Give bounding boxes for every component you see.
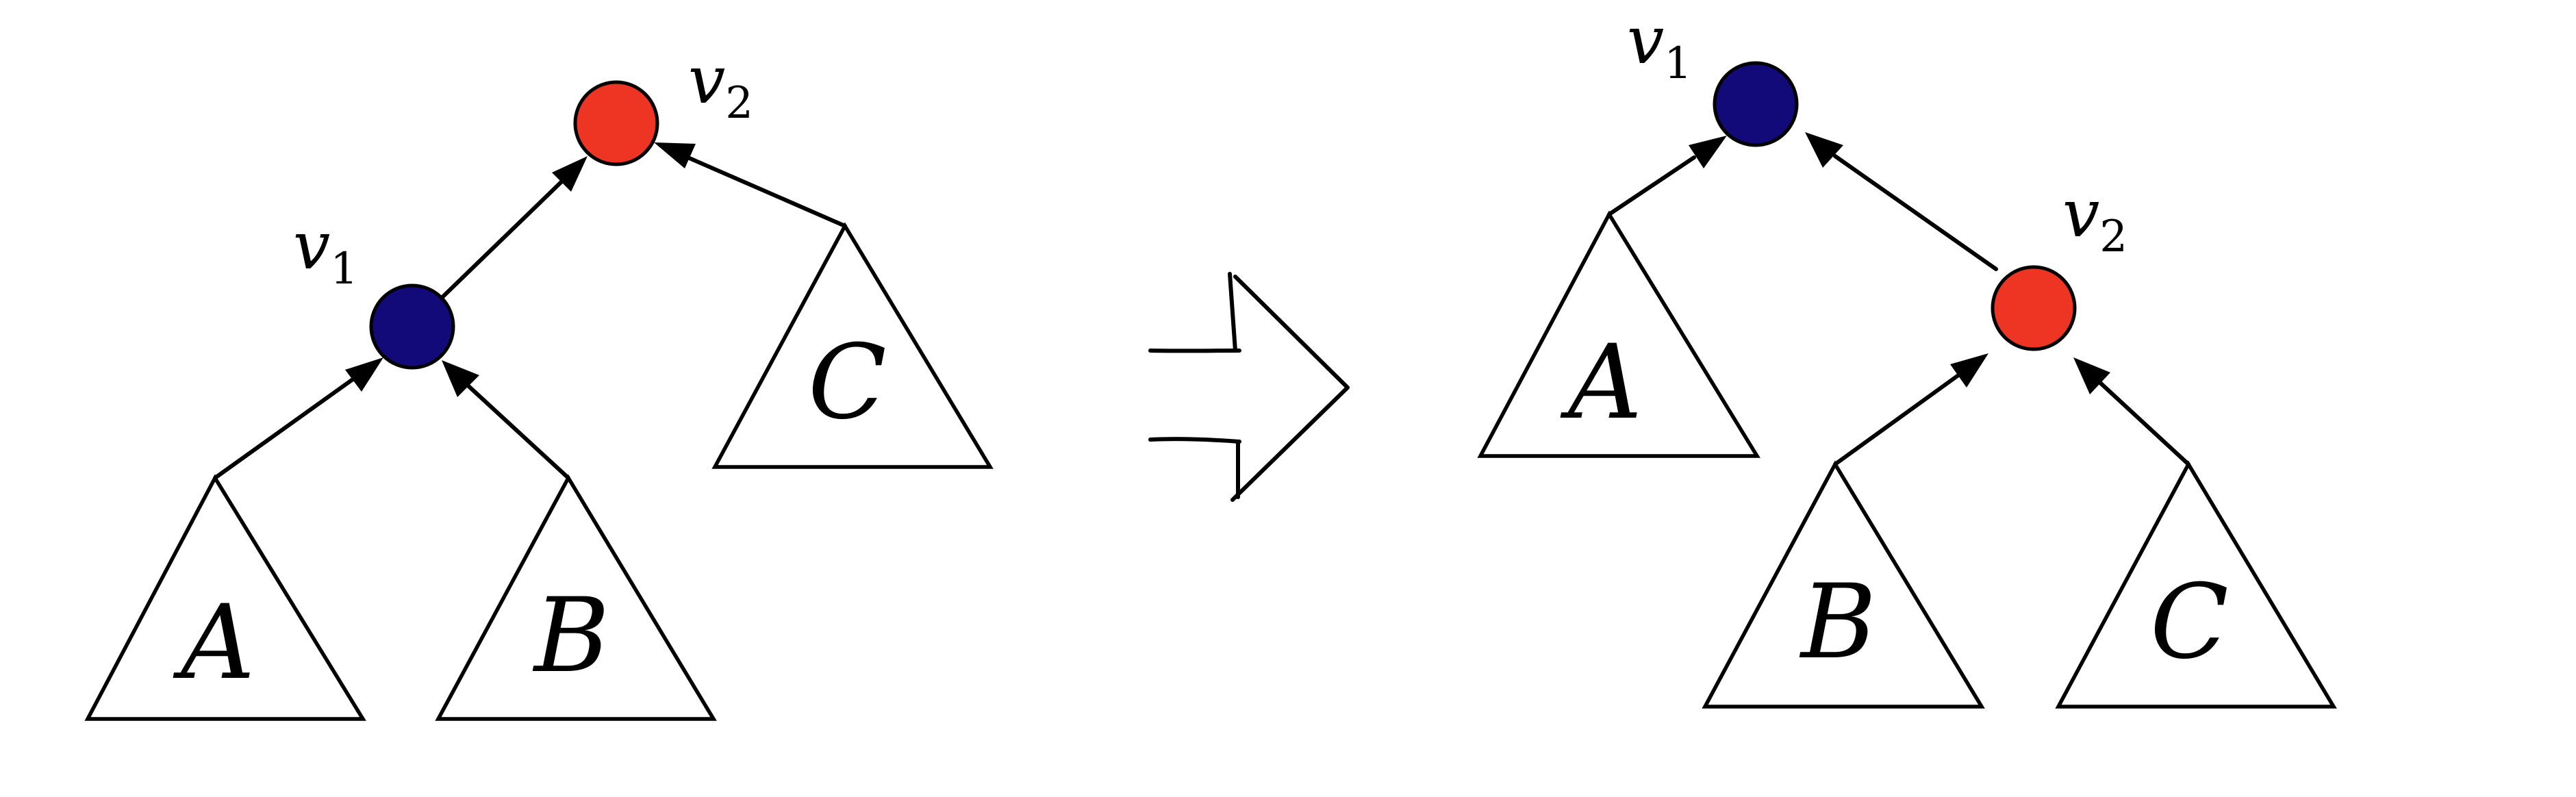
left-subtree-b: B xyxy=(435,474,717,721)
left-tree: A B C v2 v1 xyxy=(84,42,994,721)
right-edge-v2-to-v1 xyxy=(1805,132,1998,271)
left-subtree-c-label: C xyxy=(808,323,887,442)
right-node-v1 xyxy=(1713,61,1799,147)
left-subtree-c: C xyxy=(711,222,994,469)
left-edge-c-to-v2 xyxy=(654,142,847,228)
right-edge-a-to-v1 xyxy=(1607,136,1727,216)
right-subtree-a-label: A xyxy=(1560,323,1642,442)
right-edge-c-to-v2 xyxy=(2073,357,2190,466)
right-subtree-c-label: C xyxy=(2150,563,2229,682)
right-node-v2 xyxy=(1991,265,2077,351)
right-tree: A B C v1 v2 xyxy=(1477,2,2337,709)
left-label-v2: v2 xyxy=(688,42,753,129)
right-label-v2: v2 xyxy=(2062,175,2127,262)
right-label-v1: v1 xyxy=(1627,2,1692,89)
left-edge-b-to-v1 xyxy=(442,360,570,480)
right-subtree-a: A xyxy=(1477,210,1760,458)
left-edge-v1-to-v2 xyxy=(440,156,588,300)
right-subtree-b: B xyxy=(1702,460,1985,709)
implies-arrow-icon xyxy=(1148,272,1350,502)
left-label-v1: v1 xyxy=(293,207,358,294)
left-node-v1 xyxy=(369,283,455,370)
right-edge-b-to-v2 xyxy=(1833,353,1988,466)
right-subtree-b-label: B xyxy=(1799,563,1876,682)
left-subtree-a-label: A xyxy=(173,583,255,703)
right-subtree-c: C xyxy=(2055,460,2337,709)
left-subtree-a: A xyxy=(84,474,366,721)
left-edge-a-to-v1 xyxy=(213,357,383,480)
left-subtree-b-label: B xyxy=(532,577,609,696)
left-node-v2 xyxy=(573,80,659,166)
